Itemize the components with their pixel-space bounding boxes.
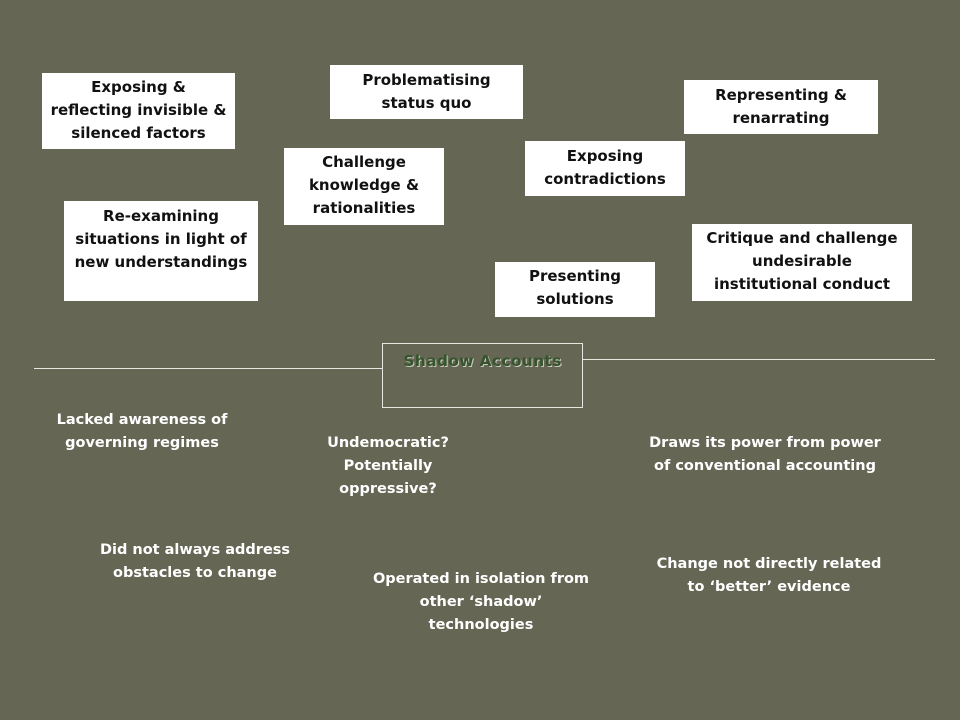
box-re-examining: Re-examining situations in light of new …	[64, 201, 258, 301]
shadow-accounts-box: Shadow Accounts	[382, 343, 583, 408]
box-text: Re-examining situations in light of new …	[74, 207, 248, 271]
box-text: Presenting solutions	[528, 267, 622, 308]
note-undemocratic: Undemocratic? Potentially oppressive?	[318, 432, 458, 501]
note-text: Undemocratic? Potentially oppressive?	[327, 435, 449, 497]
note-draws-power: Draws its power from power of convention…	[640, 432, 890, 478]
note-text: Operated in isolation from other ‘shadow…	[372, 571, 590, 633]
note-operated-isolation: Operated in isolation from other ‘shadow…	[368, 568, 594, 637]
note-change-not-related: Change not directly related to ‘better’ …	[654, 553, 884, 599]
box-text: Exposing contradictions	[544, 147, 666, 188]
note-text: Draws its power from power of convention…	[649, 435, 881, 474]
divider-line-right	[583, 359, 935, 360]
box-problematising: Problematising status quo	[330, 65, 523, 119]
box-text: Representing & renarrating	[715, 86, 847, 127]
box-text: Challenge knowledge & rationalities	[308, 153, 420, 217]
note-text: Lacked awareness of governing regimes	[56, 412, 228, 451]
divider-line-left	[34, 368, 382, 369]
box-critique: Critique and challenge undesirable insti…	[692, 224, 912, 301]
box-exposing-contradictions: Exposing contradictions	[525, 141, 685, 196]
box-text: Critique and challenge undesirable insti…	[706, 229, 898, 293]
note-lacked-awareness: Lacked awareness of governing regimes	[52, 409, 232, 455]
box-presenting-solutions: Presenting solutions	[495, 262, 655, 317]
box-text: Exposing & reflecting invisible & silenc…	[50, 78, 227, 142]
note-text: Did not always address obstacles to chan…	[99, 542, 291, 581]
box-exposing-reflecting: Exposing & reflecting invisible & silenc…	[42, 73, 235, 149]
note-text: Change not directly related to ‘better’ …	[656, 556, 882, 595]
box-representing: Representing & renarrating	[684, 80, 878, 134]
box-challenge-knowledge: Challenge knowledge & rationalities	[284, 148, 444, 225]
shadow-accounts-title: Shadow Accounts	[403, 352, 562, 370]
box-text: Problematising status quo	[362, 71, 491, 112]
note-did-not-address: Did not always address obstacles to chan…	[92, 539, 298, 585]
